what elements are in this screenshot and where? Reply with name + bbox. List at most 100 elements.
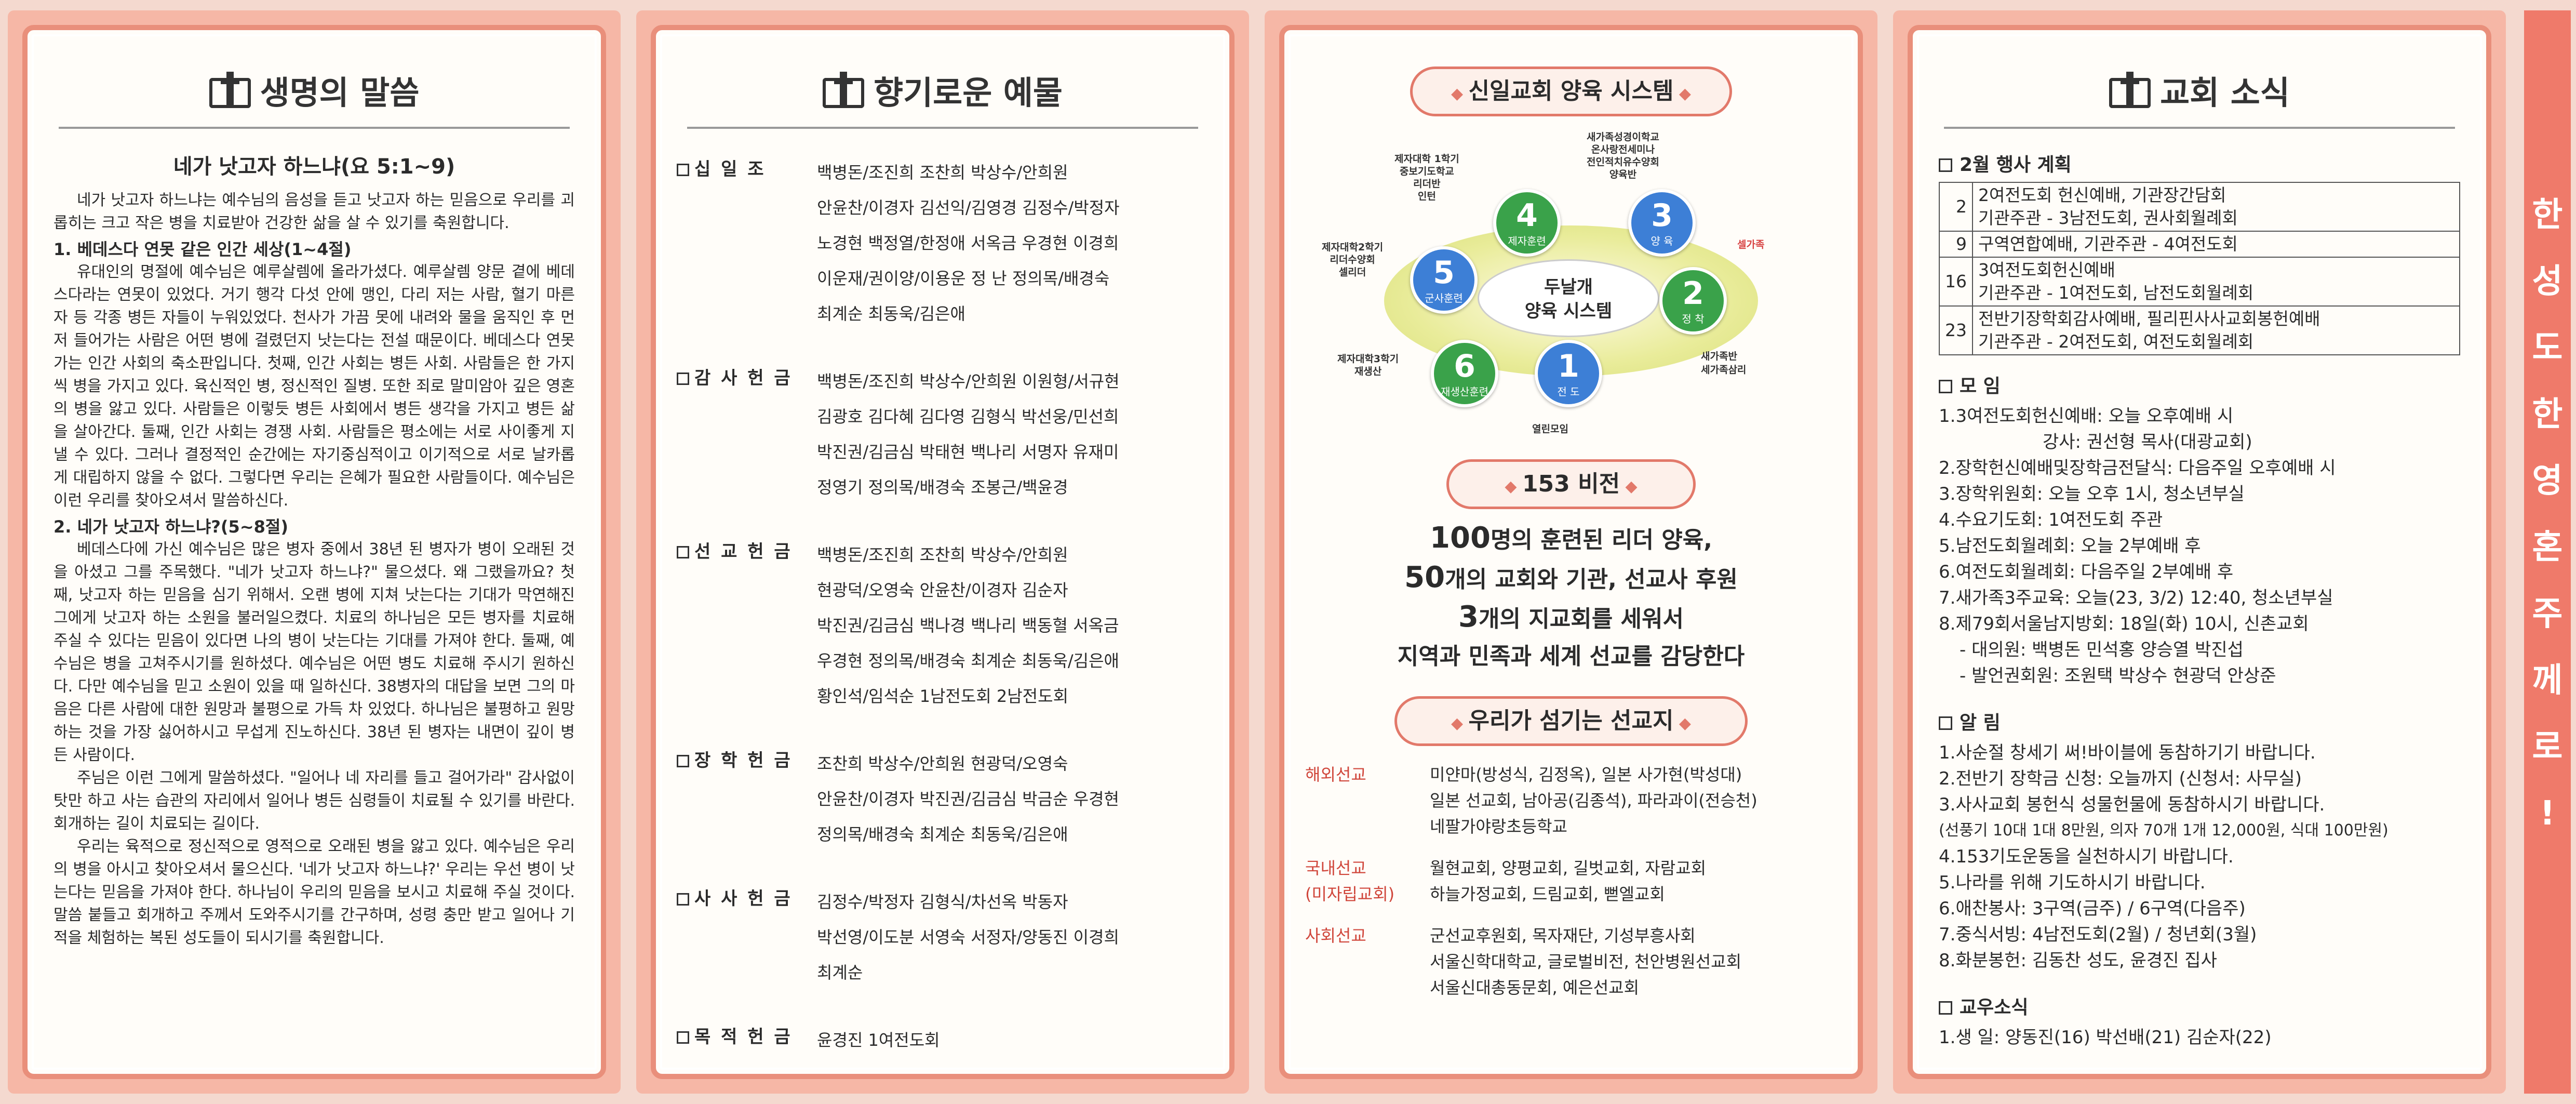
slogan-char: 한 [2532, 395, 2563, 434]
vision-text: 개의 교회와 기관, 선교사 후원 [1445, 566, 1738, 593]
meeting-item: 5.남전도회월례회: 오늘 2부예배 후 [1939, 536, 2201, 556]
mission-category-line: 사회선교 [1305, 926, 1366, 946]
offering-label-text: 선 교 헌 금 [694, 541, 793, 562]
offering-label: 선 교 헌 금 [677, 537, 817, 714]
offering-label: 십 일 조 [677, 155, 817, 331]
checkbox-icon [1939, 1001, 1952, 1015]
banner-mission-fields: ◆ 우리가 섬기는 선교지 ◆ [1394, 696, 1748, 746]
panel-word-of-life: 생명의 말씀 네가 낫고자 하느냐(요 5:1~9) 네가 낫고자 하느냐는 예… [8, 10, 621, 1094]
bible-cross-icon [2109, 72, 2151, 108]
meeting-item: - 대의원: 백병돈 민석홍 양승열 박진섭 [1960, 640, 2244, 660]
diamond-icon: ◆ [1505, 477, 1522, 496]
mission-category: 해외선교 [1305, 762, 1430, 840]
mission-entry-line: 군선교후원회, 목자재단, 기성부흥사회 [1430, 926, 1696, 946]
slogan-char: ! [2540, 794, 2555, 833]
heading-text: 향기로운 예물 [874, 74, 1063, 112]
checkbox-icon [1939, 158, 1952, 172]
meeting-item: 2.장학헌신예배및장학금전달식: 다음주일 오후예배 시 [1939, 458, 2336, 478]
vision-line: 지역과 민족과 세계 선교를 감당한다 [1284, 638, 1858, 675]
slogan-char: 영 [2532, 462, 2563, 500]
diamond-icon: ◆ [1451, 714, 1469, 733]
checkbox-icon [1939, 380, 1952, 393]
heading-text: 교회 소식 [2160, 74, 2290, 112]
mission-category: 사회선교 [1305, 923, 1430, 1001]
offering-label-text: 감 사 헌 금 [694, 368, 793, 389]
sermon-title: 네가 낫고자 하느냐(요 5:1~9) [173, 155, 455, 179]
offering-name-line: 안윤찬/이경자 박진권/김금심 박금순 우경현 [817, 789, 1119, 809]
offering-name-line: 백병돈/조진희 조찬희 박상수/안희원 [817, 545, 1068, 565]
notices-title: 알 림 [1939, 708, 2460, 735]
notice-item: 1.사순절 창세기 써!바이블에 동참하기기 바랍니다. [1939, 742, 2316, 763]
divider [1944, 127, 2455, 129]
checkbox-icon [677, 546, 689, 558]
bible-cross-icon [209, 72, 251, 108]
offering-label: 목 적 헌 금 [677, 1022, 817, 1058]
sermon-point-2-title: 2. 네가 낫고자 하느냐?(5~8절) [53, 517, 288, 537]
offering-name-line: 이운재/권이양/이용운 정 난 정의목/배경숙 [817, 269, 1110, 288]
diagram-center: 두날개 양육 시스템 [1478, 259, 1659, 337]
event-day: 9 [1939, 231, 1973, 258]
node-label-4: 제자대학 1학기 중보기도학교 리더반 인턴 [1394, 153, 1459, 202]
node-label-2a: 새가족반 [1701, 351, 1737, 362]
offering-name-line: 정영기 정의목/배경숙 조봉근/백윤경 [817, 477, 1068, 497]
bible-cross-icon [823, 72, 865, 108]
meeting-item: 7.새가족3주교육: 오늘(23, 3/2) 12:40, 청소년부실 [1939, 588, 2333, 608]
node-label-6: 제자대학3학기 재생산 [1337, 353, 1399, 377]
checkbox-icon [677, 164, 689, 176]
node-label-5: 제자대학2학기 리더수양회 셀리더 [1322, 242, 1384, 278]
node-label-2b: 세가족삼리 [1701, 364, 1747, 376]
banner-text: 신일교회 양육 시스템 [1468, 78, 1674, 104]
mission-entry-line: 네팔가야랑초등학교 [1430, 817, 1567, 836]
sermon-point-2-text: 베데스다에 가신 예수님은 많은 병자 중에서 38년 된 병자가 병이 오래된… [53, 540, 575, 764]
vision-number: 3 [1458, 600, 1479, 634]
panel-frame: 생명의 말씀 네가 낫고자 하느냐(요 5:1~9) 네가 낫고자 하느냐는 예… [22, 25, 606, 1079]
slogan-char: 성 [2532, 262, 2563, 301]
banner-text: 153 비전 [1522, 471, 1620, 497]
event-details: 구역연합예배, 기관주관 - 4여전도회 [1972, 231, 2460, 258]
offering-name-line: 조찬희 박상수/안희원 현광덕/오영숙 [817, 754, 1068, 774]
notice-item: (선풍기 10대 1대 8만원, 의자 70개 1개 12,000원, 식대 1… [1939, 821, 2389, 840]
event-line: 3여전도회헌신예배 [1978, 260, 2115, 280]
meeting-item: 4.수요기도회: 1여전도회 주관 [1939, 510, 2163, 530]
mission-entry-line: 서울신대총동문회, 예은선교회 [1430, 978, 1640, 997]
vision-number: 50 [1404, 561, 1445, 594]
offering-name-line: 박선영/이도분 서영숙 서정자/양동진 이경희 [817, 927, 1119, 947]
offering-label: 장 학 헌 금 [677, 746, 817, 852]
banner-text: 우리가 섬기는 선교지 [1468, 708, 1674, 734]
heading-text: 생명의 말씀 [260, 74, 420, 112]
offering-name-line: 윤경진 1여전도회 [817, 1030, 940, 1050]
events-title: 2월 행사 계획 [1939, 150, 2460, 177]
vision-text: 지역과 민족과 세계 선교를 감당한다 [1397, 643, 1745, 670]
meeting-item: 8.제79회서울남지방회: 18일(화) 10시, 신촌교회 [1939, 614, 2309, 634]
offering-label: 사 사 헌 금 [677, 884, 817, 990]
slogan-char: 도 [2532, 329, 2563, 367]
mission-entries: 미얀마(방성식, 김정옥), 일본 사가현(박성대)일본 선교회, 남아공(김종… [1430, 762, 1837, 840]
members-list: 1.생 일: 양동진(16) 박선배(21) 김순자(22) [1939, 1025, 2460, 1050]
mission-entry-line: 미얀마(방성식, 김정옥), 일본 사가현(박성대) [1430, 765, 1742, 784]
offering-name-line: 박진권/김금심 박태현 백나리 서명자 유재미 [817, 442, 1119, 462]
center-line-1: 두날개 [1544, 277, 1593, 298]
sermon-intro: 네가 낫고자 하느냐는 예수님의 음성을 듣고 낫고자 하는 믿음으로 우리를 … [53, 191, 575, 232]
offering-label-text: 십 일 조 [694, 159, 766, 180]
node-label-1: 열린모임 [1532, 423, 1568, 435]
meeting-item: - 발언권회원: 조원택 박상수 현광덕 안상준 [1960, 666, 2276, 686]
